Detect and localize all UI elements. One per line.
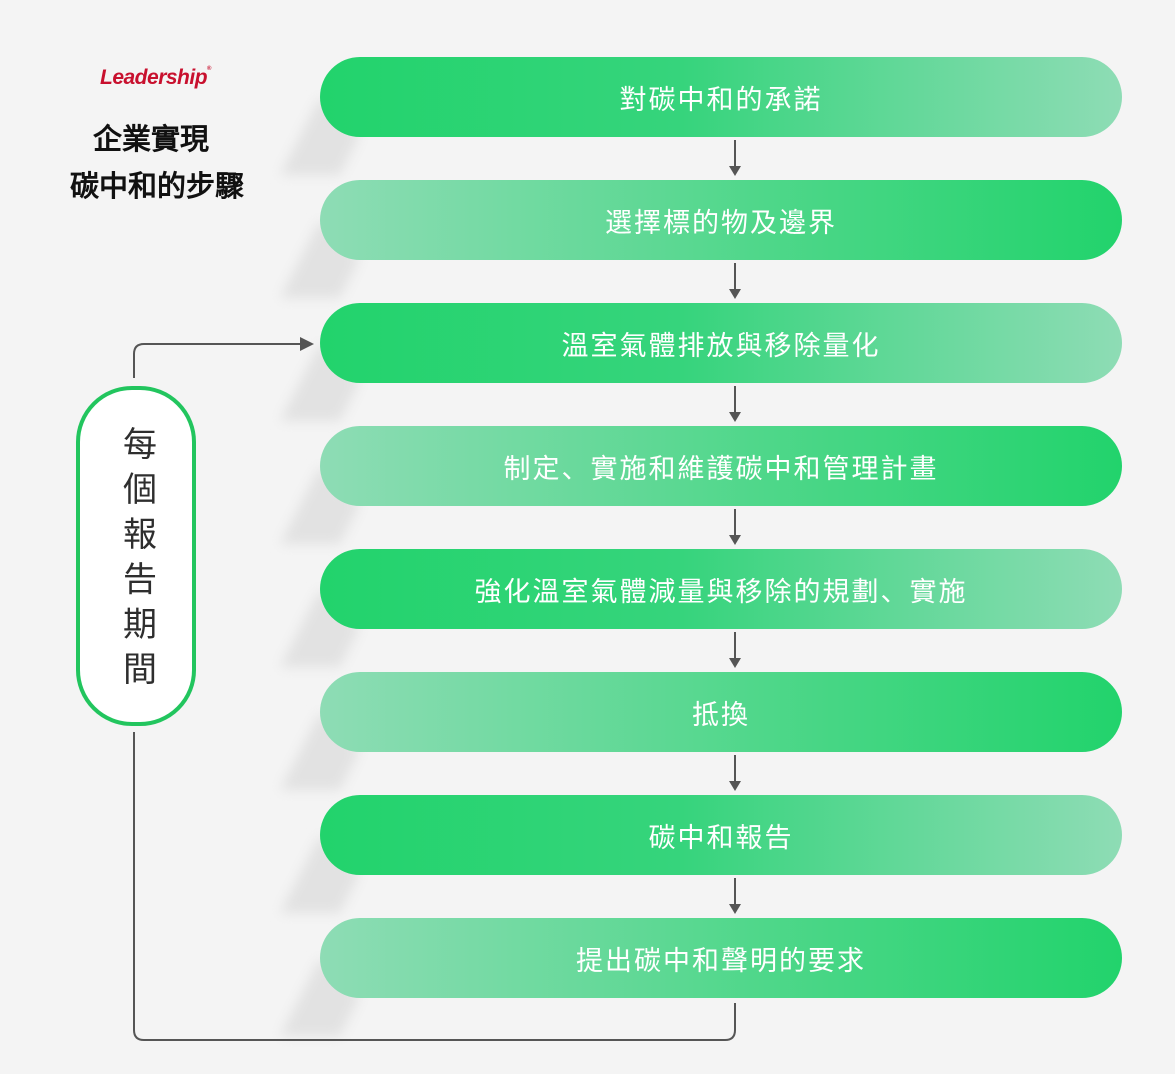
page-title-line-1: 企業實現: [93, 122, 210, 156]
period-char-4: 告: [123, 560, 157, 600]
step-1: 對碳中和的承諾: [320, 57, 1122, 137]
period-char-2: 個: [123, 470, 157, 510]
step-3-label: 溫室氣體排放與移除量化: [561, 330, 881, 362]
step-4: 制定、實施和維護碳中和管理計畫: [320, 426, 1122, 506]
step-8: 提出碳中和聲明的要求: [320, 918, 1122, 998]
step-3: 溫室氣體排放與移除量化: [320, 303, 1122, 383]
step-6-label: 抵換: [692, 699, 750, 731]
step-arrows: [729, 140, 741, 914]
period-char-5: 期: [123, 605, 157, 645]
step-2-label: 選擇標的物及邊界: [605, 207, 837, 239]
period-char-3: 報: [123, 515, 157, 555]
brand-logo: Leadership®: [100, 66, 211, 89]
period-char-1: 每: [123, 425, 157, 465]
step-5: 強化溫室氣體減量與移除的規劃、實施: [320, 549, 1122, 629]
step-5-label: 強化溫室氣體減量與移除的規劃、實施: [474, 576, 968, 608]
step-6: 抵換: [320, 672, 1122, 752]
feedback-loop: [133, 337, 736, 1041]
step-7-label: 碳中和報告: [648, 822, 794, 854]
reporting-period-pill: 每 個 報 告 期 間: [76, 386, 196, 726]
step-7: 碳中和報告: [320, 795, 1122, 875]
step-1-label: 對碳中和的承諾: [619, 84, 823, 116]
page-title-line-2: 碳中和的步驟: [70, 169, 245, 203]
step-2: 選擇標的物及邊界: [320, 180, 1122, 260]
step-4-label: 制定、實施和維護碳中和管理計畫: [503, 453, 939, 485]
period-char-6: 間: [123, 650, 157, 690]
step-8-label: 提出碳中和聲明的要求: [576, 945, 866, 977]
